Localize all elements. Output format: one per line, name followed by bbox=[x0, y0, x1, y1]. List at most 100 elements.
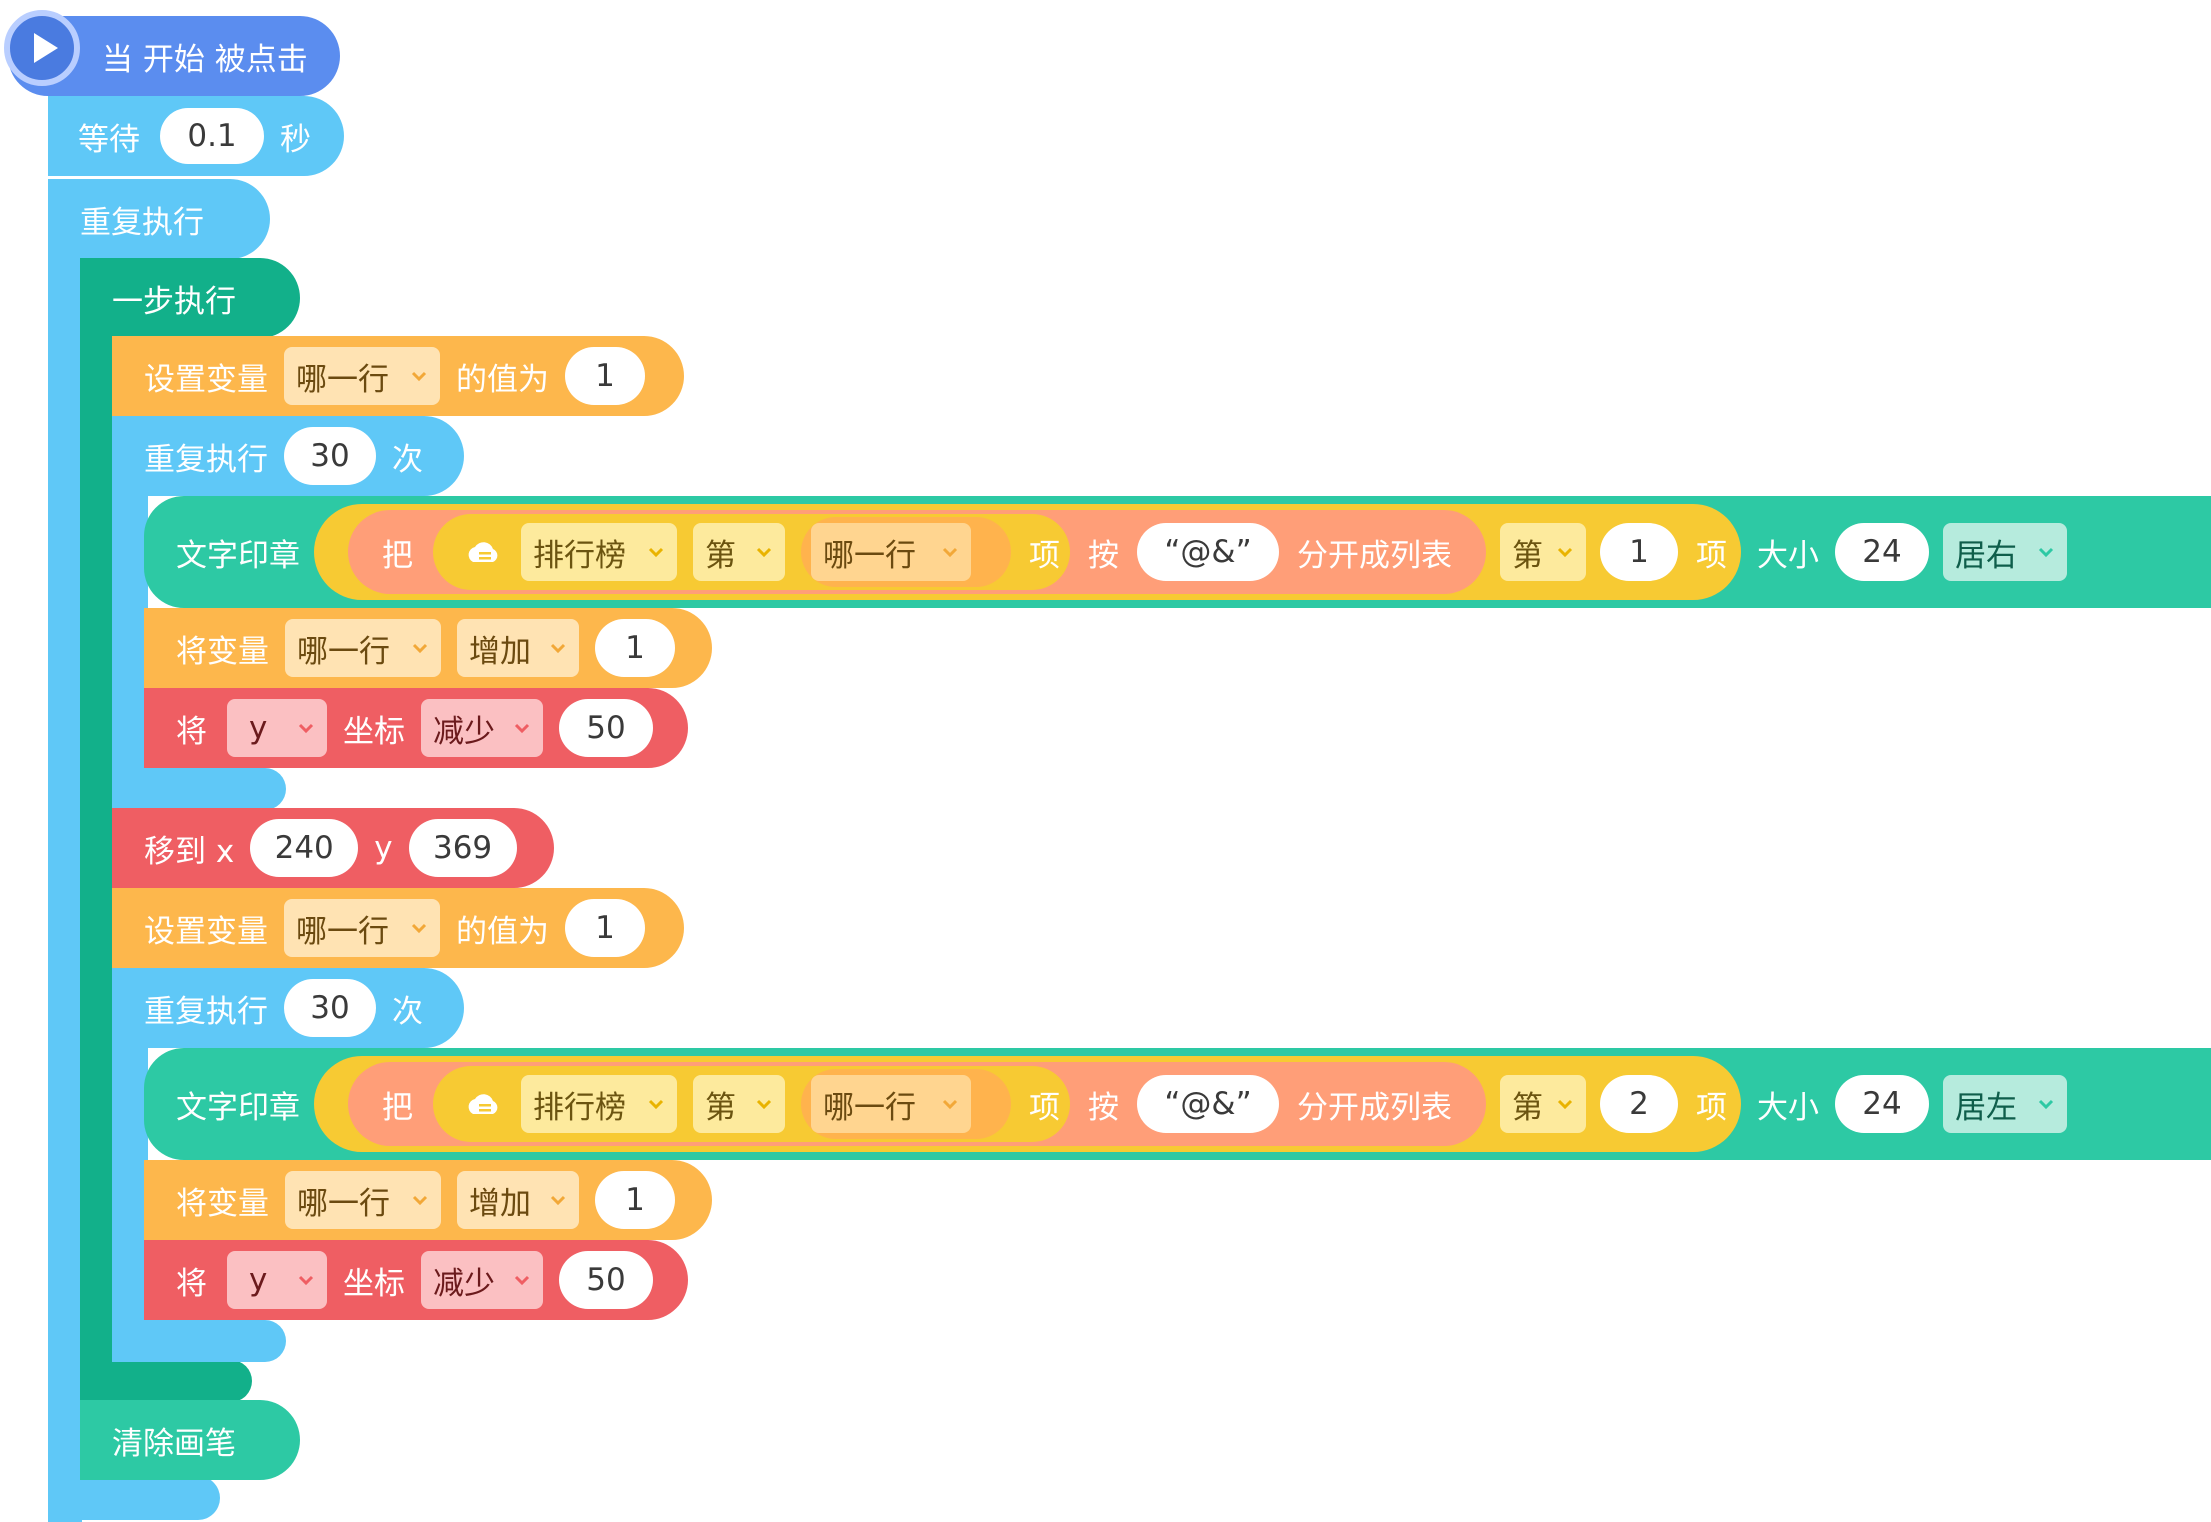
chevron-down-icon bbox=[756, 547, 772, 558]
coordinate-op-dropdown[interactable]: 减少 bbox=[421, 1251, 543, 1309]
set-variable-block[interactable]: 设置变量 哪一行 的值为 1 bbox=[112, 336, 684, 416]
repeat-header-2[interactable]: 重复执行 30 次 bbox=[112, 968, 423, 1048]
variable-dropdown[interactable]: 哪一行 bbox=[811, 523, 971, 581]
wait-block[interactable]: 等待 0.1 秒 bbox=[48, 96, 344, 176]
chevron-down-icon bbox=[412, 643, 428, 654]
coordinate-label: 将 bbox=[176, 713, 207, 750]
chevron-down-icon bbox=[648, 1099, 664, 1110]
list-reporter[interactable]: 排行榜 第 哪一行 项 bbox=[433, 514, 1070, 590]
set-variable-value-input[interactable]: 1 bbox=[565, 899, 645, 957]
variable-dropdown-value: 哪一行 bbox=[297, 633, 390, 670]
split-to-list-reporter[interactable]: 把 排行榜 第 哪一行 bbox=[348, 1062, 1486, 1146]
repeat-times-input[interactable]: 30 bbox=[284, 427, 376, 485]
chevron-down-icon bbox=[942, 1099, 958, 1110]
step-label: 一步执行 bbox=[112, 283, 236, 320]
coordinate-value-input[interactable]: 50 bbox=[559, 699, 653, 757]
xiang2-label: 项 bbox=[1696, 537, 1727, 574]
step-block[interactable] bbox=[80, 258, 300, 338]
variable-dropdown[interactable]: 哪一行 bbox=[285, 619, 441, 677]
ba-label: 把 bbox=[382, 1089, 413, 1126]
variable-dropdown[interactable]: 哪一行 bbox=[284, 899, 440, 957]
play-icon[interactable] bbox=[4, 10, 80, 86]
repeat-label: 重复执行 bbox=[144, 993, 268, 1030]
move-x-input[interactable]: 240 bbox=[250, 819, 359, 877]
variable-dropdown[interactable]: 哪一行 bbox=[284, 347, 440, 405]
change-coordinate-block[interactable]: 将 y 坐标 减少 50 bbox=[144, 1240, 688, 1320]
step-header[interactable]: 一步执行 bbox=[80, 258, 236, 338]
text-stamp-block[interactable]: 文字印章 把 排行榜 第 哪一行 bbox=[144, 1048, 2211, 1160]
coordinate-op-dropdown[interactable]: 减少 bbox=[421, 699, 543, 757]
repeat-times-input[interactable]: 30 bbox=[284, 979, 376, 1037]
an-label: 按 bbox=[1088, 1089, 1119, 1126]
change-variable-label: 将变量 bbox=[176, 1185, 269, 1222]
wait-unit: 秒 bbox=[280, 121, 311, 158]
forever-header[interactable]: 重复执行 bbox=[48, 179, 204, 259]
list-reporter[interactable]: 排行榜 第 哪一行 项 bbox=[433, 1066, 1070, 1142]
size-input[interactable]: 24 bbox=[1835, 523, 1929, 581]
item-mode-value: 第 bbox=[705, 1089, 736, 1126]
align-dropdown[interactable]: 居左 bbox=[1943, 1075, 2067, 1133]
item-mode-dropdown[interactable]: 第 bbox=[693, 1075, 785, 1133]
variable-reporter[interactable]: 哪一行 bbox=[801, 517, 1011, 587]
chevron-down-icon bbox=[756, 1099, 772, 1110]
index-input[interactable]: 1 bbox=[1600, 523, 1678, 581]
change-op-value: 增加 bbox=[469, 633, 531, 670]
set-variable-block[interactable]: 设置变量 哪一行 的值为 1 bbox=[112, 888, 684, 968]
split-to-list-reporter[interactable]: 把 排行榜 第 哪一行 bbox=[348, 510, 1486, 594]
variable-dropdown-value: 哪一行 bbox=[297, 1185, 390, 1222]
change-coordinate-block[interactable]: 将 y 坐标 减少 50 bbox=[144, 688, 688, 768]
list-dropdown[interactable]: 排行榜 bbox=[521, 1075, 677, 1133]
clear-pen-block[interactable]: 清除画笔 bbox=[80, 1400, 300, 1480]
variable-dropdown-value: 哪一行 bbox=[296, 913, 389, 950]
step-arm bbox=[80, 320, 114, 1400]
change-op-dropdown[interactable]: 增加 bbox=[457, 619, 579, 677]
repeat-arm-2 bbox=[112, 1030, 148, 1362]
index-input[interactable]: 2 bbox=[1600, 1075, 1678, 1133]
separator-input[interactable]: “@&” bbox=[1137, 523, 1279, 581]
text-stamp-block[interactable]: 文字印章 把 排行榜 第 哪一行 bbox=[144, 496, 2211, 608]
change-variable-block[interactable]: 将变量 哪一行 增加 1 bbox=[144, 1160, 712, 1240]
wait-label: 等待 bbox=[78, 121, 140, 158]
variable-dropdown[interactable]: 哪一行 bbox=[811, 1075, 971, 1133]
change-value-input[interactable]: 1 bbox=[595, 1171, 675, 1229]
item-mode-dropdown[interactable]: 第 bbox=[693, 523, 785, 581]
align-dropdown[interactable]: 居右 bbox=[1943, 523, 2067, 581]
forever-foot bbox=[48, 1476, 220, 1520]
index-mode-dropdown[interactable]: 第 bbox=[1500, 523, 1586, 581]
coordinate-op-value: 减少 bbox=[433, 713, 495, 750]
separator-input[interactable]: “@&” bbox=[1137, 1075, 1279, 1133]
variable-reporter[interactable]: 哪一行 bbox=[801, 1069, 1011, 1139]
size-input[interactable]: 24 bbox=[1835, 1075, 1929, 1133]
variable-dropdown[interactable]: 哪一行 bbox=[285, 1171, 441, 1229]
set-variable-label: 设置变量 bbox=[144, 361, 268, 398]
move-to-block[interactable]: 移到 x 240 y 369 bbox=[112, 808, 554, 888]
list-item-reporter[interactable]: 把 排行榜 第 哪一行 bbox=[314, 1056, 1741, 1152]
chevron-down-icon bbox=[550, 1195, 566, 1206]
axis-dropdown[interactable]: y bbox=[227, 1251, 327, 1309]
variable-dropdown-value: 哪一行 bbox=[823, 537, 916, 574]
forever-block[interactable] bbox=[48, 179, 270, 259]
change-variable-block[interactable]: 将变量 哪一行 增加 1 bbox=[144, 608, 712, 688]
coordinate-label: 将 bbox=[176, 1265, 207, 1302]
chevron-down-icon bbox=[298, 723, 314, 734]
wait-seconds-input[interactable]: 0.1 bbox=[160, 108, 264, 164]
chevron-down-icon bbox=[942, 547, 958, 558]
change-op-dropdown[interactable]: 增加 bbox=[457, 1171, 579, 1229]
list-item-reporter[interactable]: 把 排行榜 第 哪一行 bbox=[314, 504, 1741, 600]
list-dropdown[interactable]: 排行榜 bbox=[521, 523, 677, 581]
move-y-input[interactable]: 369 bbox=[408, 819, 517, 877]
coordinate-value-input[interactable]: 50 bbox=[559, 1251, 653, 1309]
coordinate-mid: 坐标 bbox=[343, 1265, 405, 1302]
axis-dropdown[interactable]: y bbox=[227, 699, 327, 757]
axis-dropdown-value: y bbox=[249, 710, 268, 746]
set-variable-mid: 的值为 bbox=[456, 361, 549, 398]
chevron-down-icon bbox=[2038, 547, 2054, 558]
chevron-down-icon bbox=[411, 371, 427, 382]
index-mode-dropdown[interactable]: 第 bbox=[1500, 1075, 1586, 1133]
repeat-header-1[interactable]: 重复执行 30 次 bbox=[112, 416, 423, 496]
chevron-down-icon bbox=[1557, 1099, 1573, 1110]
change-value-input[interactable]: 1 bbox=[595, 619, 675, 677]
set-variable-label: 设置变量 bbox=[144, 913, 268, 950]
set-variable-value-input[interactable]: 1 bbox=[565, 347, 645, 405]
repeat-arm-1 bbox=[112, 480, 148, 810]
